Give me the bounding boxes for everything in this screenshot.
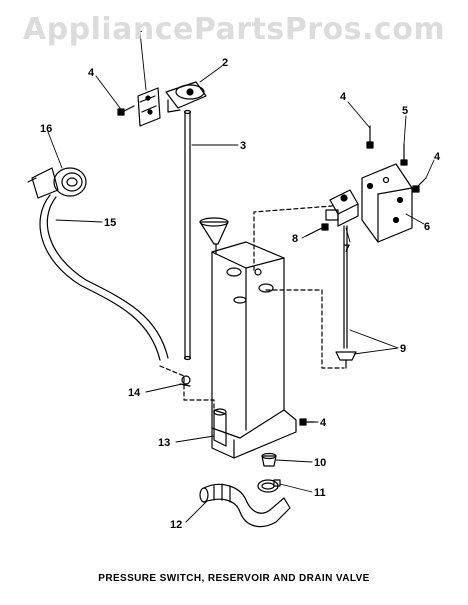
screw-5	[400, 143, 408, 166]
callout-15: 15	[104, 217, 116, 229]
callout-14: 14	[128, 387, 141, 399]
callout-13: 13	[158, 437, 170, 449]
plunger-rod	[335, 225, 357, 369]
pressure-switch-bracket	[137, 87, 161, 127]
callout-4-bracket-top: 4	[340, 91, 347, 103]
callout-10: 10	[314, 457, 326, 469]
screw-top-left	[117, 105, 135, 116]
hose-clamp	[257, 479, 281, 493]
callout-2: 2	[222, 57, 228, 69]
screw-bracket-top	[366, 125, 374, 149]
callout-16: 16	[40, 123, 52, 135]
callout-12: 12	[170, 519, 182, 531]
callout-6: 6	[424, 221, 430, 233]
mounting-bracket	[361, 163, 413, 243]
callout-11: 11	[314, 487, 326, 499]
hose-fitting	[27, 167, 87, 199]
dashed-leaders	[159, 205, 345, 413]
drain-valve-solenoid	[325, 189, 359, 227]
callout-4-bracket-right: 4	[434, 151, 441, 163]
reservoir	[199, 217, 297, 459]
pressure-switch	[165, 81, 207, 113]
callout-5: 5	[402, 105, 408, 117]
screw-bracket-right	[412, 177, 427, 193]
pressure-tube	[183, 109, 192, 361]
drain-hose	[199, 483, 291, 528]
callout-8: 8	[292, 233, 298, 245]
callout-7: 7	[344, 243, 350, 255]
callout-labels: 1 2 3 4 4 4 4 5 6 7 8 9 10 11 12 13 14 1…	[40, 23, 441, 531]
leader-lines	[47, 31, 435, 523]
callout-4-top-left: 4	[88, 67, 95, 79]
pressure-hose	[39, 194, 169, 361]
diagram-caption: PRESSURE SWITCH, RESERVOIR AND DRAIN VAL…	[98, 573, 370, 584]
drain-plug	[261, 452, 277, 467]
callout-1: 1	[136, 23, 142, 35]
callout-9: 9	[400, 343, 406, 355]
callout-3: 3	[240, 140, 246, 152]
watermark: AppliancePartsPros.com	[22, 12, 446, 47]
callout-4-reservoir: 4	[320, 417, 327, 429]
